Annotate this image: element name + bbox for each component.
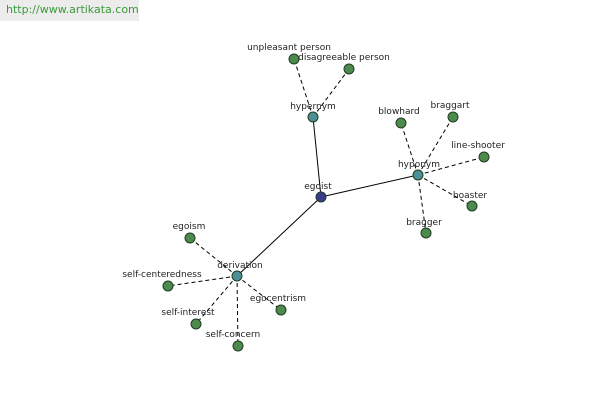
- node-egoism[interactable]: [184, 232, 196, 244]
- edge-derivation-self-centeredness: [167, 275, 238, 287]
- label-self-interest[interactable]: self-interest: [161, 308, 215, 318]
- edge-hyponym: [320, 174, 419, 198]
- label-egocentrism[interactable]: egocentrism: [250, 294, 306, 304]
- node-braggart[interactable]: [447, 111, 459, 123]
- edge-hyponym-braggart: [417, 116, 454, 176]
- label-hypernym[interactable]: hypernym: [290, 102, 336, 112]
- edge-hyponym-blowhard: [400, 122, 419, 176]
- label-derivation[interactable]: derivation: [217, 261, 263, 271]
- node-self-interest[interactable]: [190, 318, 202, 330]
- label-bragger[interactable]: bragger: [406, 218, 442, 228]
- edge-hypernym: [312, 116, 322, 198]
- node-self-concern[interactable]: [232, 340, 244, 352]
- node-unpleasant-person[interactable]: [288, 53, 300, 65]
- node-blowhard[interactable]: [395, 117, 407, 129]
- edge-hyponym-bragger: [417, 174, 427, 234]
- labels: egoist hypernym unpleasant persondisagreea…: [122, 43, 505, 340]
- label-self-concern[interactable]: self-concern: [206, 330, 261, 340]
- edge-derivation-self-concern: [236, 275, 239, 347]
- label-blowhard[interactable]: blowhard: [378, 107, 420, 117]
- label-egoism[interactable]: egoism: [173, 222, 206, 232]
- edge-derivation-self-interest: [195, 275, 238, 325]
- node-center-egoist[interactable]: [315, 191, 327, 203]
- label-hyponym[interactable]: hyponym: [398, 160, 440, 170]
- node-egocentrism[interactable]: [275, 304, 287, 316]
- node-hypernym[interactable]: [307, 111, 319, 123]
- label-boaster[interactable]: boaster: [453, 191, 487, 201]
- edge-hyponym-line-shooter: [417, 156, 485, 176]
- label-center-egoist[interactable]: egoist: [304, 182, 332, 192]
- node-derivation[interactable]: [231, 270, 243, 282]
- node-disagreeable-person[interactable]: [343, 63, 355, 75]
- edge-hypernym-unpleasant-person: [293, 58, 314, 118]
- label-braggart[interactable]: braggart: [430, 101, 470, 111]
- node-line-shooter[interactable]: [478, 151, 490, 163]
- url-banner[interactable]: http://www.artikata.com: [0, 0, 139, 21]
- node-bragger[interactable]: [420, 227, 432, 239]
- label-self-centeredness[interactable]: self-centeredness: [122, 270, 202, 280]
- label-disagreeable-person[interactable]: disagreeable person: [298, 53, 390, 63]
- edge-hyponym-boaster: [417, 174, 473, 207]
- node-boaster[interactable]: [466, 200, 478, 212]
- site-url-link[interactable]: http://www.artikata.com: [6, 3, 139, 16]
- edge-hypernym-disagreeable-person: [312, 68, 350, 118]
- nodes: [162, 53, 490, 352]
- edge-derivation-egoism: [189, 237, 238, 277]
- node-hyponym[interactable]: [412, 169, 424, 181]
- edge-derivation: [236, 196, 322, 277]
- node-self-centeredness[interactable]: [162, 280, 174, 292]
- edge-derivation-egocentrism: [236, 275, 282, 311]
- edges: [167, 58, 485, 347]
- label-line-shooter[interactable]: line-shooter: [451, 141, 505, 151]
- label-unpleasant-person[interactable]: unpleasant person: [247, 43, 331, 53]
